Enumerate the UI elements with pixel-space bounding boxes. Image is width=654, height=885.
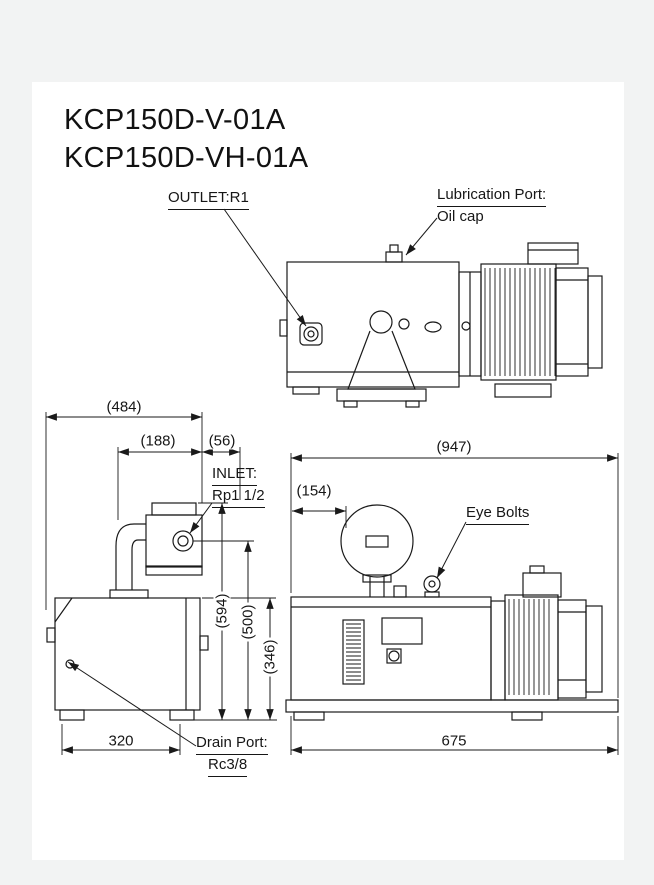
dim-overall-depth: (484) — [104, 398, 144, 416]
leader-drain — [67, 661, 197, 747]
drain-port — [65, 659, 75, 669]
exhaust-silencer — [336, 310, 427, 408]
outlet-label-text: OUTLET:R1 — [168, 188, 249, 210]
drawing-paper — [32, 82, 624, 860]
inlet-label: INLET: Rp1 1/2 — [212, 464, 265, 508]
dim-overall-length: (947) — [434, 438, 474, 456]
dim-foot-pitch-side: 320 — [106, 732, 136, 750]
leader-lines — [67, 208, 467, 747]
eye-bolts-label: Eye Bolts — [466, 503, 530, 525]
dim-body-height: (346) — [261, 637, 279, 677]
dim-inlet-offset: (188) — [138, 432, 178, 450]
outlet-label: OUTLET:R1 — [168, 188, 249, 210]
inlet-elbow — [115, 523, 146, 590]
model-number-1: KCP150D-V-01A — [64, 104, 286, 136]
top-view — [279, 242, 603, 408]
eye-bolts-label-text: Eye Bolts — [466, 503, 530, 525]
motor-foot-top — [494, 383, 552, 398]
lubrication-label-line1: Lubrication Port: — [437, 185, 547, 207]
title-block: KCP150D-V-01A KCP150D-VH-01A — [64, 101, 308, 177]
lubrication-port — [398, 318, 410, 330]
leader-outlet — [223, 208, 307, 327]
leader-inlet — [189, 502, 213, 534]
pump-body-top — [286, 261, 460, 388]
pump-body-front — [290, 596, 492, 701]
leader-lubrication — [405, 217, 438, 256]
nameplate — [381, 617, 423, 645]
drain-label-line1: Drain Port: — [196, 733, 268, 755]
dim-inlet-stub: (56) — [206, 432, 238, 450]
inlet-label-line1: INLET: — [212, 464, 258, 486]
lubrication-label: Lubrication Port: Oil cap — [437, 185, 547, 227]
inlet-port — [172, 530, 194, 552]
side-view — [46, 502, 209, 721]
terminal-box-top — [527, 242, 579, 265]
leader-eye-bolt — [436, 521, 467, 579]
lubrication-label-line2: Oil cap — [437, 208, 484, 225]
drain-label-line2: Rc3/8 — [208, 755, 248, 777]
outlet-port — [299, 322, 323, 346]
base-plate — [285, 699, 619, 721]
terminal-box-front — [522, 572, 562, 598]
dim-overall-height: (594) — [213, 591, 231, 631]
motor-front-view — [490, 565, 603, 701]
dim-foot-pitch-front: 675 — [439, 732, 469, 750]
vacuum-gauge — [340, 504, 414, 597]
model-number-2: KCP150D-VH-01A — [64, 142, 309, 174]
eye-bolt — [423, 575, 441, 598]
oil-cap-knob — [389, 244, 399, 253]
inlet-label-line2: Rp1 1/2 — [212, 486, 265, 508]
dim-gauge-offset: (154) — [294, 482, 334, 500]
oil-cap — [385, 251, 403, 263]
motor-top-view — [458, 242, 603, 398]
pump-body-side — [46, 597, 209, 721]
dim-gauge-height: (500) — [239, 602, 257, 642]
front-view — [285, 504, 619, 721]
inlet-assembly — [145, 502, 203, 576]
drain-label: Drain Port: Rc3/8 — [196, 733, 268, 777]
